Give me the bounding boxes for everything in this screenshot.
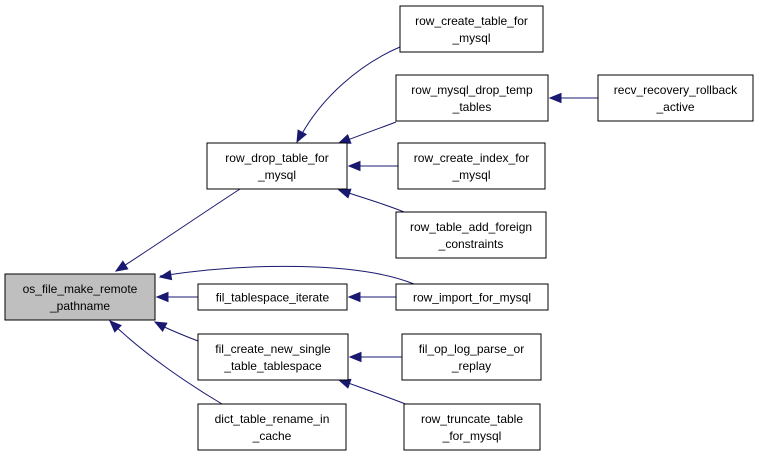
- node-dict_table_rename_in_cache[interactable]: dict_table_rename_in _cache: [197, 403, 347, 451]
- node-row_mysql_drop_temp_tables[interactable]: row_mysql_drop_temp _tables: [395, 74, 549, 122]
- edge-fil_create_new_single_table_tablespace-to-os_file_make_remote_pathname: [153, 321, 199, 342]
- node-label-line: _mysql: [451, 31, 490, 45]
- node-box[interactable]: [197, 283, 348, 311]
- node-label-line: row_create_table_for: [415, 14, 528, 28]
- node-label-line: fil_create_new_single: [215, 342, 331, 356]
- node-os_file_make_remote_pathname[interactable]: os_file_make_remote _pathname: [4, 273, 156, 321]
- arrow-head-icon: [337, 188, 352, 199]
- edge-fil_op_log_parse_or_replay-to-fil_create_new_single_table_tablespace: [348, 351, 402, 363]
- edge-line: [339, 379, 409, 406]
- edge-row_mysql_drop_temp_tables-to-row_drop_table_for_mysql: [337, 121, 397, 144]
- node-label-line: row_table_add_foreign: [410, 220, 532, 234]
- edge-row_drop_table_for_mysql-to-os_file_make_remote_pathname: [114, 188, 241, 272]
- node-label-line: _for_mysql: [442, 429, 502, 443]
- edge-row_create_index_for_mysql-to-row_drop_table_for_mysql: [347, 160, 398, 172]
- node-box[interactable]: [597, 74, 754, 122]
- node-label-line: row_drop_table_for: [225, 151, 328, 165]
- node-label-line: dict_table_rename_in: [215, 412, 330, 426]
- arrow-head-icon: [109, 320, 122, 333]
- node-box[interactable]: [397, 142, 546, 190]
- node-row_import_for_mysql[interactable]: row_import_for_mysql: [395, 283, 549, 311]
- node-label-line: _pathname: [49, 299, 110, 313]
- node-fil_op_log_parse_or_replay[interactable]: fil_op_log_parse_or _replay: [401, 333, 542, 381]
- edges-layer: [109, 46, 598, 406]
- arrow-head-icon: [348, 351, 362, 363]
- arrow-head-icon: [548, 92, 562, 104]
- node-row_drop_table_for_mysql[interactable]: row_drop_table_for _mysql: [206, 142, 348, 190]
- edge-recv_recovery_rollback_active-to-row_mysql_drop_temp_tables: [548, 92, 598, 104]
- node-label-line: _mysql: [451, 168, 490, 182]
- arrow-head-icon: [296, 129, 307, 144]
- node-fil_tablespace_iterate[interactable]: fil_tablespace_iterate: [197, 283, 348, 311]
- node-label-line: _active: [655, 100, 694, 114]
- arrow-head-icon: [347, 160, 361, 172]
- node-row_truncate_table_for_mysql[interactable]: row_truncate_table _for_mysql: [403, 403, 541, 451]
- node-box[interactable]: [395, 211, 547, 259]
- node-box[interactable]: [403, 403, 541, 451]
- arrow-head-icon: [155, 291, 169, 303]
- node-label-line: fil_tablespace_iterate: [216, 291, 330, 305]
- node-box[interactable]: [399, 5, 544, 53]
- edge-fil_tablespace_iterate-to-os_file_make_remote_pathname: [155, 291, 198, 303]
- node-box[interactable]: [395, 74, 549, 122]
- node-box[interactable]: [197, 403, 347, 451]
- arrow-head-icon: [337, 134, 352, 144]
- node-label-line: row_import_for_mysql: [413, 291, 531, 305]
- node-row_create_table_for_mysql[interactable]: row_create_table_for _mysql: [399, 5, 544, 53]
- node-box[interactable]: [197, 333, 349, 381]
- edge-row_table_add_foreign_constraints-to-row_drop_table_for_mysql: [337, 188, 405, 213]
- edge-line: [110, 321, 223, 405]
- edge-row_import_for_mysql-to-os_file_make_remote_pathname: [158, 265, 415, 285]
- nodes-layer: os_file_make_remote _pathname row_drop_tab…: [4, 5, 754, 451]
- node-fil_create_new_single_table_tablespace[interactable]: fil_create_new_single _table_tablespace: [197, 333, 349, 381]
- edge-line: [297, 46, 401, 142]
- node-label-line: row_truncate_table: [421, 412, 523, 426]
- arrow-head-icon: [337, 378, 352, 389]
- edge-row_truncate_table_for_mysql-to-fil_create_new_single_table_tablespace: [337, 378, 409, 406]
- arrow-head-icon: [158, 269, 173, 281]
- node-row_table_add_foreign_constraints[interactable]: row_table_add_foreign _constraints: [395, 211, 547, 259]
- arrow-head-icon: [114, 260, 129, 272]
- node-box[interactable]: [4, 273, 156, 321]
- edge-line: [115, 188, 241, 272]
- edge-row_create_table_for_mysql-to-row_drop_table_for_mysql: [296, 46, 401, 144]
- node-row_create_index_for_mysql[interactable]: row_create_index_for _mysql: [397, 142, 546, 190]
- node-box[interactable]: [206, 142, 348, 190]
- node-label-line: os_file_make_remote: [23, 282, 138, 296]
- node-recv_recovery_rollback_active[interactable]: recv_recovery_rollback _active: [597, 74, 754, 122]
- arrow-head-icon: [347, 291, 361, 303]
- node-label-line: _table_tablespace: [223, 359, 322, 373]
- node-label-line: row_mysql_drop_temp: [411, 83, 533, 97]
- node-label-line: _constraints: [438, 237, 504, 251]
- node-label-line: fil_op_log_parse_or: [419, 342, 524, 356]
- node-label-line: _cache: [252, 429, 292, 443]
- node-box[interactable]: [395, 283, 549, 311]
- node-label-line: _tables: [452, 100, 492, 114]
- node-label-line: row_create_index_for: [414, 151, 529, 165]
- edge-row_import_for_mysql-to-fil_tablespace_iterate: [347, 291, 396, 303]
- node-label-line: _mysql: [257, 168, 296, 182]
- node-label-line: _replay: [451, 359, 491, 373]
- node-box[interactable]: [401, 333, 542, 381]
- edge-dict_table_rename_in_cache-to-os_file_make_remote_pathname: [109, 320, 223, 405]
- arrow-head-icon: [153, 321, 168, 333]
- node-label-line: recv_recovery_rollback: [614, 83, 738, 97]
- edge-line: [159, 265, 415, 285]
